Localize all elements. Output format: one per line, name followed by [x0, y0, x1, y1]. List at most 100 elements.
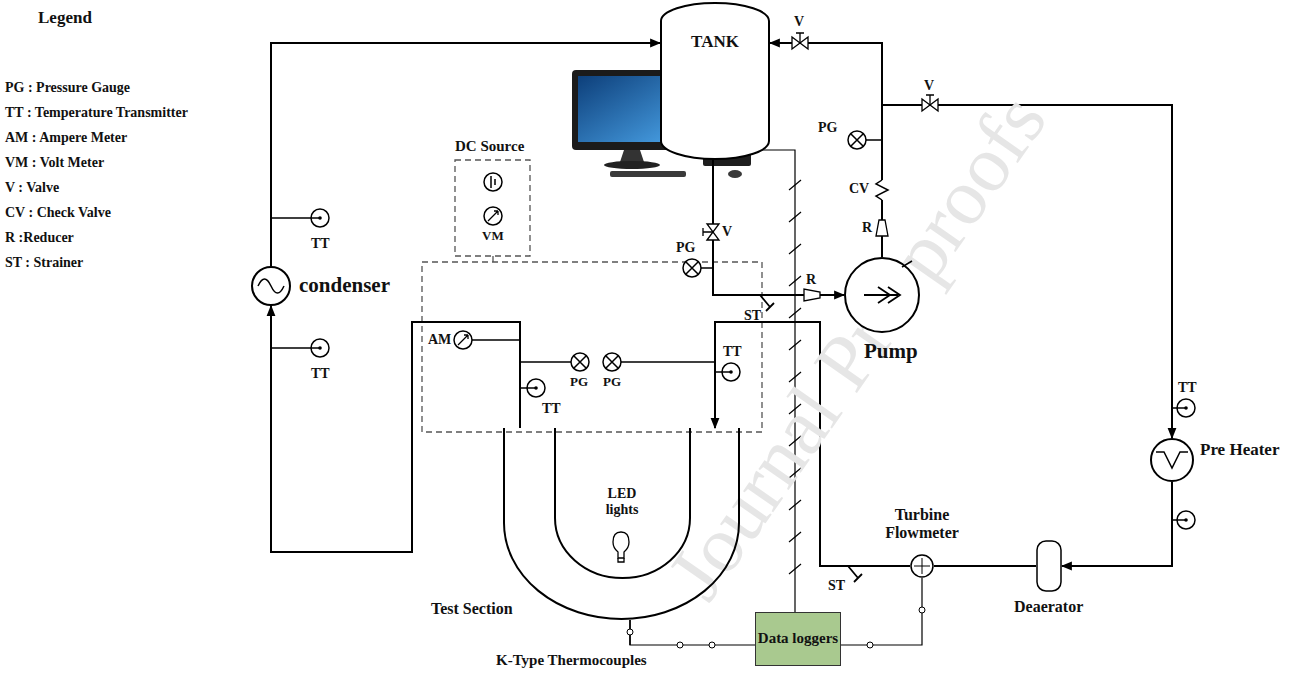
instrument-tag: TT: [311, 236, 330, 252]
pipe-line: [271, 306, 520, 552]
instrument-tag: VM: [482, 229, 504, 244]
led-lamp: [613, 532, 629, 558]
legend-entry: ST : Strainer: [5, 255, 83, 271]
pipe-line: [713, 160, 844, 295]
strainer-symbol: [760, 295, 774, 311]
temperature-transmitter-symbol: [722, 363, 740, 381]
source-plates: [491, 176, 495, 188]
cable-hatch: [789, 532, 801, 542]
instrument-tag: V: [722, 224, 732, 240]
instrument-tag: PG: [603, 375, 621, 390]
instrument-stems: [271, 140, 1177, 645]
thermocouple-junction: [919, 607, 925, 613]
source-outline: [484, 173, 502, 191]
instrument-tag: R: [806, 272, 816, 288]
instrument-tag: TT: [311, 366, 330, 382]
led-lamp-base: [618, 558, 624, 562]
heater-outline: [1151, 439, 1193, 481]
node-outline: [1150, 438, 1194, 482]
sensor-note: K-Type Thermocouples: [496, 652, 647, 669]
legend-heading: Legend: [38, 8, 92, 28]
instrument-tag: V: [924, 78, 934, 94]
flowmeter-rotor: [914, 558, 930, 574]
thermocouple-junction: [709, 642, 715, 648]
pipe-line: [934, 565, 1036, 567]
pump-symbol: Pump: [844, 257, 920, 333]
instrument-tag: ST: [828, 578, 845, 594]
u-tube-outer: [504, 428, 739, 619]
condenser-symbol: condenser: [251, 266, 291, 306]
pipe-line: [1062, 482, 1172, 566]
cable-hatch: [789, 180, 801, 190]
temperature-transmitter-symbol: [527, 379, 545, 397]
node-outline: [483, 172, 503, 192]
electric-wiring: [422, 262, 762, 432]
pressure-gauge-symbol: [571, 353, 589, 371]
instrument-tag: PG: [570, 375, 588, 390]
pressure-gauge-symbol: [848, 131, 866, 149]
node-text: Turbine Flowmeter: [872, 506, 972, 543]
node-text: Deaerator: [1014, 598, 1083, 616]
instrument-tag: PG: [676, 240, 695, 256]
node-outline: [503, 428, 740, 620]
condenser-outline: [252, 267, 290, 305]
instrument-tag: TT: [723, 344, 742, 360]
check-valve-symbol: [875, 180, 889, 200]
legend-entry: AM : Ampere Meter: [5, 130, 127, 146]
volt-meter-symbol: [484, 207, 502, 225]
pump-arrows: [864, 287, 900, 303]
node-text: Data loggers: [756, 630, 840, 647]
condenser-wave: [258, 279, 284, 293]
reducer-symbol: [804, 289, 820, 301]
node-outline: [910, 554, 934, 578]
cable-hatch: [789, 212, 801, 222]
deaerator-outline: [1037, 541, 1061, 591]
computer-illustration: [620, 150, 644, 162]
node-outline: [1036, 540, 1062, 592]
strainer-symbol: [848, 566, 862, 582]
instrument-tag: V: [794, 14, 804, 30]
data-logger-box: Data loggers: [755, 612, 841, 666]
thermocouple-junction: [677, 642, 683, 648]
node-text: LED lights: [601, 486, 643, 518]
node-text: Test Section: [431, 600, 513, 618]
valve-symbol: [792, 33, 808, 49]
instrument-tag: CV: [849, 181, 869, 197]
legend-entry: PG : Pressure Gauge: [5, 80, 130, 96]
cable-hatch: [789, 276, 801, 286]
u-tube-test-section: LED lightsTest Section: [503, 428, 740, 620]
cable-hatch: [789, 308, 801, 318]
valve-symbol: [703, 224, 719, 240]
cable-hatch: [789, 564, 801, 574]
preheater-symbol: Pre Heater: [1150, 438, 1194, 482]
instrument-tag: R: [862, 220, 872, 236]
instrument-tag: AM: [428, 332, 451, 348]
thermocouple-junction: [867, 642, 873, 648]
temperature-transmitter-symbol: [1177, 399, 1195, 417]
cable-hatch: [789, 244, 801, 254]
temperature-transmitter-symbol: [311, 339, 329, 357]
node-text: DC Source: [455, 138, 524, 155]
pressure-gauge-symbol: [603, 353, 621, 371]
legend-entry: CV : Check Valve: [5, 205, 111, 221]
check-valve-symbol: [875, 180, 889, 200]
node-text: TANK: [660, 32, 770, 52]
electric-wiring: [492, 256, 493, 262]
pipe-line: [271, 43, 660, 266]
instrument-tag: ST: [744, 308, 761, 324]
flowmeter-outline: [911, 555, 933, 577]
pump-outline: [845, 258, 919, 332]
pipe-line: [770, 43, 882, 257]
node-text: condenser: [299, 273, 390, 297]
deaerator-vessel: Deaerator: [1036, 540, 1062, 592]
node-text: Pump: [864, 339, 918, 363]
valve-symbol: [922, 95, 938, 111]
pump-outlet: [902, 261, 912, 267]
legend-entry: VM : Volt Meter: [5, 155, 104, 171]
computer-illustration: [604, 161, 660, 169]
ampere-meter-symbol: [454, 331, 472, 349]
signal-wire: [841, 578, 922, 645]
storage-tank: TANK: [660, 2, 770, 160]
instrument-stems: [472, 339, 520, 341]
